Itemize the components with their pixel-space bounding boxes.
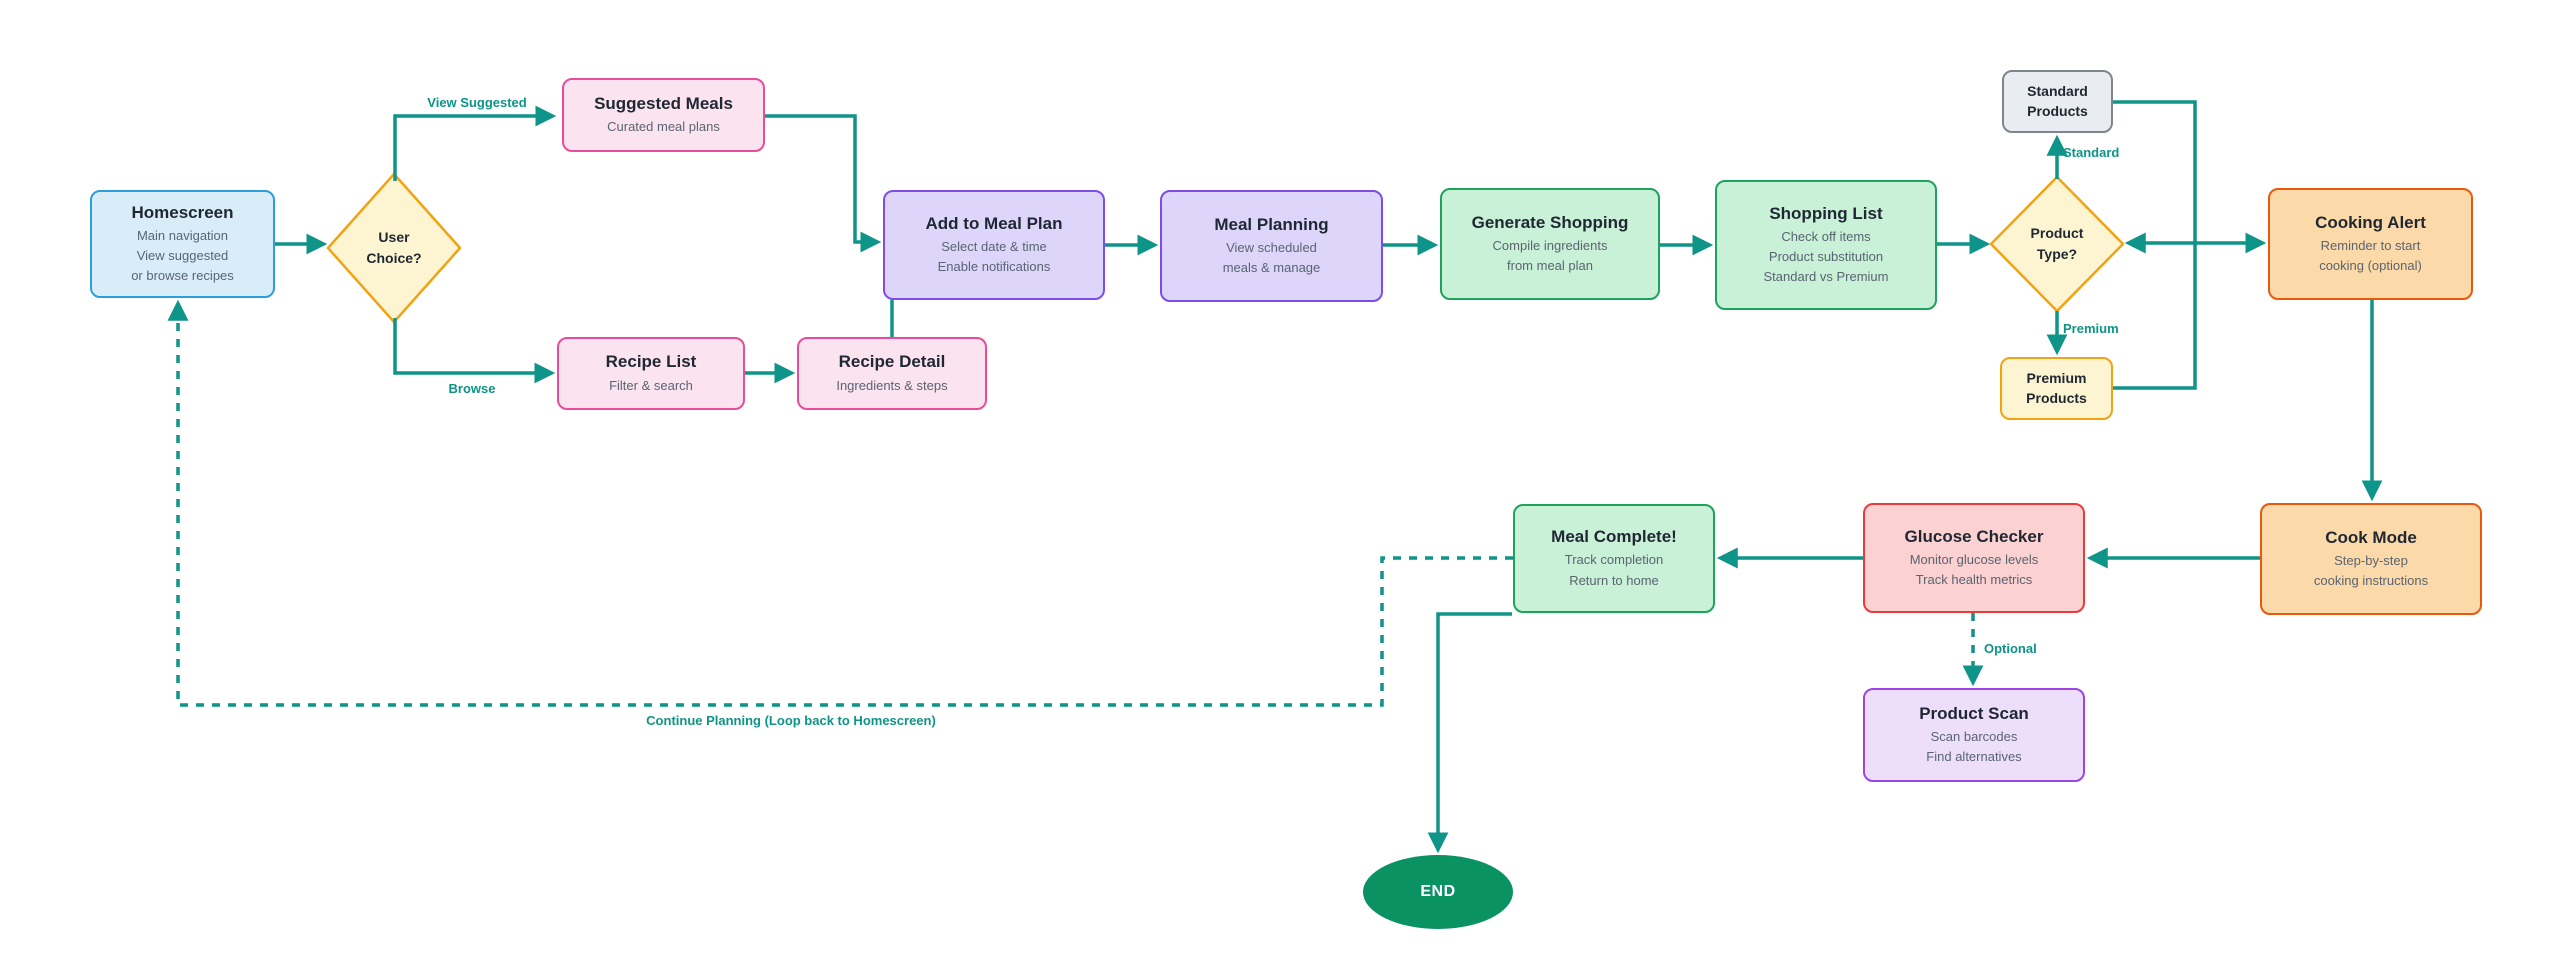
node-cooking-alert: Cooking Alert Reminder to start cooking … (2268, 188, 2473, 300)
edge-suggested-meals-to-add-meal-plan (765, 114, 882, 253)
node-shopping-list: Shopping List Check off items Product su… (1715, 180, 1937, 310)
node-glucose-checker: Glucose Checker Monitor glucose levels T… (1863, 503, 2085, 613)
edge-label-continue-planning: Continue Planning (Loop back to Homescre… (646, 713, 936, 728)
node-title: Add to Meal Plan (925, 213, 1063, 233)
edge-label-browse: Browse (448, 381, 496, 396)
edge-label-premium: Premium (2063, 321, 2119, 336)
node-cook-mode: Cook Mode Step-by-step cooking instructi… (2260, 503, 2482, 615)
node-title: Suggested Meals (594, 93, 733, 113)
node-title: Cooking Alert (2315, 212, 2426, 232)
decision-user-choice-label: User Choice? (366, 229, 422, 266)
node-meal-complete: Meal Complete! Track completion Return t… (1513, 504, 1715, 613)
node-product-scan: Product Scan Scan barcodes Find alternat… (1863, 688, 2085, 782)
node-title: Shopping List (1769, 203, 1883, 223)
node-title: Cook Mode (2325, 527, 2417, 547)
node-title: Meal Planning (1214, 214, 1329, 234)
edge-user-choice-to-suggested-meals (393, 105, 557, 181)
node-end-terminator: END (1363, 855, 1513, 929)
node-suggested-meals: Suggested Meals Curated meal plans (562, 78, 765, 152)
node-title: Homescreen (131, 202, 234, 222)
node-premium-products: Premium Products (2000, 357, 2113, 420)
edge-label-view-suggested: View Suggested (427, 95, 527, 110)
node-standard-products: Standard Products (2002, 70, 2113, 133)
edge-meal-complete-to-end (1427, 612, 1512, 854)
node-title: Recipe Detail (838, 352, 946, 372)
node-title: Meal Complete! (1551, 527, 1677, 547)
node-meal-planning: Meal Planning View scheduled meals & man… (1160, 190, 1383, 302)
node-recipe-list: Recipe List Filter & search (557, 337, 745, 410)
decision-product-type-label: Product Type? (2030, 225, 2084, 262)
node-title: Recipe List (605, 352, 697, 372)
edge-label-optional: Optional (1984, 641, 2037, 656)
node-add-to-meal-plan: Add to Meal Plan Select date & time Enab… (883, 190, 1105, 300)
node-homescreen: Homescreen Main navigation View suggeste… (90, 190, 275, 298)
node-title: Product Scan (1919, 703, 2029, 723)
node-title: Glucose Checker (1904, 526, 2044, 546)
edge-meal-complete-to-homescreen-loop (167, 299, 1513, 707)
node-generate-shopping: Generate Shopping Compile ingredients fr… (1440, 188, 1660, 300)
edge-user-choice-to-recipe-list (393, 318, 556, 384)
node-recipe-detail: Recipe Detail Ingredients & steps (797, 337, 987, 410)
node-title: Generate Shopping (1471, 212, 1629, 232)
edge-label-standard: Standard (2063, 145, 2120, 160)
edge-products-merge-line (2113, 100, 2197, 390)
